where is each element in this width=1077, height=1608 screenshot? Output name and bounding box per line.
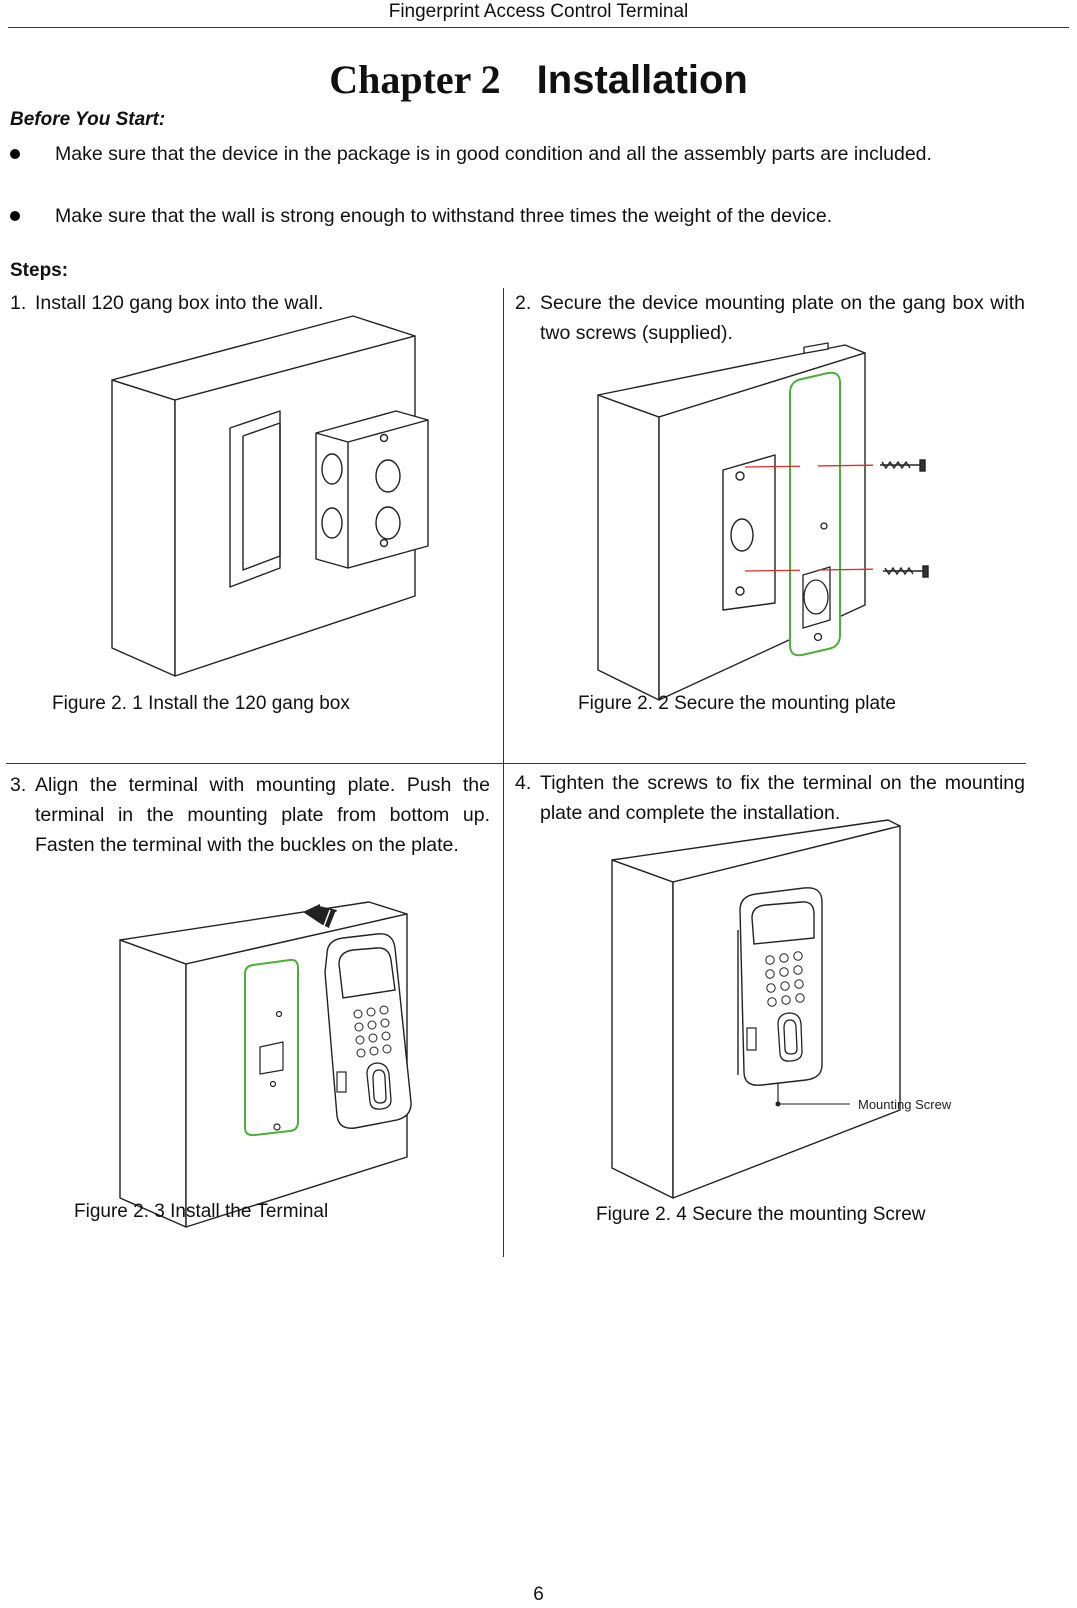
header-rule xyxy=(8,27,1069,28)
chapter-title: Installation xyxy=(536,58,748,102)
caption-text: Secure the mounting plate xyxy=(674,693,896,714)
wall-front-face xyxy=(174,335,416,677)
figure-number: Figure 2. 3 xyxy=(74,1201,165,1222)
step-number: 1. xyxy=(10,292,27,314)
mounting-screw-label: Mounting Screw xyxy=(858,1097,952,1112)
wall-side-face xyxy=(597,394,660,701)
prereq-text: Make sure that the wall is strong enough… xyxy=(55,205,833,227)
figure-gang-box xyxy=(111,315,429,677)
figure-caption: Figure 2. 2 Secure the mounting plate xyxy=(578,692,896,716)
step-4: 4. Tighten the screws to fix the termina… xyxy=(515,768,1025,828)
figure-caption: Figure 2. 3 Install the Terminal xyxy=(74,1200,328,1224)
steps-label: Steps: xyxy=(10,260,69,281)
arrow-icon xyxy=(303,904,337,928)
caption-text: Install the 120 gang box xyxy=(148,693,350,714)
wall-side-face xyxy=(611,859,674,1199)
figure-caption: Figure 2. 4 Secure the mounting Screw xyxy=(596,1203,926,1227)
caption-text: Secure the mounting Screw xyxy=(692,1204,926,1225)
before-you-start-label: Before You Start: xyxy=(10,109,166,130)
prereq-bullet: Make sure that the device in the package… xyxy=(10,139,1010,169)
step-1: 1. Install 120 gang box into the wall. xyxy=(10,288,490,318)
chapter-heading: Chapter 2 Installation xyxy=(0,52,1077,108)
prereq-bullet: Make sure that the wall is strong enough… xyxy=(10,201,1010,231)
bullet-icon xyxy=(10,211,20,221)
step-text: Align the terminal with mounting plate. … xyxy=(35,774,490,856)
step-number: 4. xyxy=(515,772,532,794)
fingerprint-sensor xyxy=(366,1062,392,1110)
page-number: 6 xyxy=(533,1584,544,1605)
bullet-icon xyxy=(10,149,20,159)
figure-install-terminal xyxy=(119,901,412,1228)
step-number: 2. xyxy=(515,292,532,314)
figure-number: Figure 2. 2 xyxy=(578,693,669,714)
step-3: 3. Align the terminal with mounting plat… xyxy=(10,770,490,860)
caption-text: Install the Terminal xyxy=(170,1201,329,1222)
card-slot xyxy=(336,1071,347,1093)
column-divider xyxy=(503,288,504,764)
screw-icon xyxy=(880,459,929,578)
card-slot xyxy=(746,1027,757,1051)
step-text: Install 120 gang box into the wall. xyxy=(35,292,324,314)
step-text: Tighten the screws to fix the terminal o… xyxy=(540,772,1025,824)
figure-mounting-screw: Mounting Screw xyxy=(611,819,952,1199)
wall-side-face xyxy=(119,939,187,1228)
figure-mounting-plate xyxy=(597,342,929,701)
wall-cutout xyxy=(229,410,281,588)
row-divider xyxy=(6,763,1026,764)
wall-side-face xyxy=(111,379,176,677)
screw-icon xyxy=(775,1101,781,1107)
figure-number: Figure 2. 4 xyxy=(596,1204,687,1225)
gang-box xyxy=(315,410,429,569)
figure-number: Figure 2. 1 xyxy=(52,693,143,714)
fingerprint-sensor xyxy=(777,1012,803,1062)
keypad xyxy=(353,1005,392,1058)
keypad xyxy=(765,951,805,1007)
step-number: 3. xyxy=(10,774,27,796)
step-text: Secure the device mounting plate on the … xyxy=(540,292,1025,344)
figure-caption: Figure 2. 1 Install the 120 gang box xyxy=(52,692,350,716)
chapter-number: Chapter 2 xyxy=(329,57,501,102)
running-header: Fingerprint Access Control Terminal xyxy=(388,1,689,22)
prereq-text: Make sure that the device in the package… xyxy=(55,143,932,165)
column-divider xyxy=(503,764,504,1257)
step-2: 2. Secure the device mounting plate on t… xyxy=(515,288,1025,348)
